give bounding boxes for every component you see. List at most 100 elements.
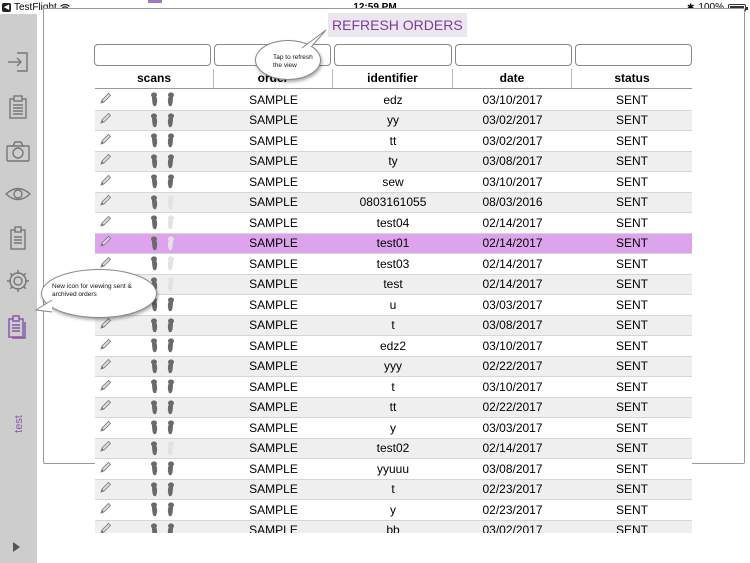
left-foot-scan-icon[interactable] bbox=[149, 256, 160, 271]
clipboard-list-icon[interactable] bbox=[5, 94, 31, 120]
left-foot-scan-icon[interactable] bbox=[149, 502, 160, 517]
right-foot-scan-icon[interactable] bbox=[165, 441, 176, 456]
camera-icon[interactable] bbox=[5, 138, 31, 164]
right-foot-scan-icon[interactable] bbox=[165, 133, 176, 148]
left-foot-scan-icon[interactable] bbox=[149, 461, 160, 476]
left-foot-scan-icon[interactable] bbox=[149, 420, 160, 435]
edit-pencil-icon[interactable] bbox=[99, 92, 112, 108]
right-foot-scan-icon[interactable] bbox=[165, 256, 176, 271]
left-foot-scan-icon[interactable] bbox=[149, 318, 160, 333]
right-foot-scan-icon[interactable] bbox=[165, 154, 176, 169]
edit-pencil-icon[interactable] bbox=[99, 338, 112, 354]
left-foot-scan-icon[interactable] bbox=[149, 195, 160, 210]
right-foot-scan-icon[interactable] bbox=[165, 400, 176, 415]
edit-pencil-icon[interactable] bbox=[99, 194, 112, 210]
right-foot-scan-icon[interactable] bbox=[165, 174, 176, 189]
edit-pencil-icon[interactable] bbox=[99, 174, 112, 190]
right-foot-scan-icon[interactable] bbox=[165, 338, 176, 353]
left-foot-scan-icon[interactable] bbox=[149, 441, 160, 456]
column-header-identifier[interactable]: identifier bbox=[333, 69, 453, 88]
edit-pencil-icon[interactable] bbox=[99, 153, 112, 169]
edit-pencil-icon[interactable] bbox=[99, 379, 112, 395]
right-foot-scan-icon[interactable] bbox=[165, 113, 176, 128]
right-foot-scan-icon[interactable] bbox=[165, 297, 176, 312]
refresh-orders-button[interactable]: REFRESH ORDERS bbox=[328, 13, 467, 37]
scans-filter-input[interactable] bbox=[94, 44, 211, 66]
right-foot-scan-icon[interactable] bbox=[165, 195, 176, 210]
edit-pencil-icon[interactable] bbox=[99, 522, 112, 533]
play-icon[interactable] bbox=[13, 542, 20, 552]
gear-icon[interactable] bbox=[5, 268, 31, 294]
column-header-date[interactable]: date bbox=[453, 69, 572, 88]
left-foot-scan-icon[interactable] bbox=[149, 523, 160, 533]
user-label[interactable]: test bbox=[4, 409, 34, 439]
back-to-app-icon[interactable]: ◀ bbox=[2, 3, 11, 12]
right-foot-scan-icon[interactable] bbox=[165, 523, 176, 533]
login-icon[interactable] bbox=[5, 49, 31, 75]
edit-pencil-icon[interactable] bbox=[99, 256, 112, 272]
clipboard-icon[interactable] bbox=[5, 225, 31, 251]
left-foot-scan-icon[interactable] bbox=[149, 400, 160, 415]
edit-pencil-icon[interactable] bbox=[99, 317, 112, 333]
archived-orders-icon[interactable] bbox=[5, 313, 31, 339]
left-foot-scan-icon[interactable] bbox=[149, 215, 160, 230]
edit-pencil-icon[interactable] bbox=[99, 133, 112, 149]
back-app-label[interactable]: TestFlight bbox=[14, 2, 57, 13]
left-foot-scan-icon[interactable] bbox=[149, 482, 160, 497]
right-foot-scan-icon[interactable] bbox=[165, 502, 176, 517]
left-foot-scan-icon[interactable] bbox=[149, 174, 160, 189]
edit-pencil-icon[interactable] bbox=[99, 502, 112, 518]
edit-pencil-icon[interactable] bbox=[99, 440, 112, 456]
edit-pencil-icon[interactable] bbox=[99, 358, 112, 374]
left-foot-scan-icon[interactable] bbox=[149, 154, 160, 169]
right-foot-scan-icon[interactable] bbox=[165, 277, 176, 292]
right-foot-scan-icon[interactable] bbox=[165, 461, 176, 476]
edit-pencil-icon[interactable] bbox=[99, 481, 112, 497]
right-foot-scan-icon[interactable] bbox=[165, 318, 176, 333]
edit-pencil-icon[interactable] bbox=[99, 215, 112, 231]
edit-pencil-icon[interactable] bbox=[99, 399, 112, 415]
left-foot-scan-icon[interactable] bbox=[149, 113, 160, 128]
right-foot-scan-icon[interactable] bbox=[165, 215, 176, 230]
eye-icon[interactable] bbox=[5, 181, 31, 207]
edit-pencil-icon[interactable] bbox=[99, 112, 112, 128]
edit-pencil-icon[interactable] bbox=[99, 420, 112, 436]
right-foot-scan-icon[interactable] bbox=[165, 92, 176, 107]
identifier-filter-input[interactable] bbox=[334, 44, 452, 66]
right-foot-scan-icon[interactable] bbox=[165, 482, 176, 497]
column-header-scans[interactable]: scans bbox=[95, 69, 214, 88]
right-foot-scan-icon[interactable] bbox=[165, 359, 176, 374]
right-foot-scan-icon[interactable] bbox=[165, 379, 176, 394]
left-foot-scan-icon[interactable] bbox=[149, 133, 160, 148]
column-header-status[interactable]: status bbox=[614, 71, 650, 85]
right-foot-scan-icon[interactable] bbox=[165, 236, 176, 251]
left-foot-scan-icon[interactable] bbox=[149, 236, 160, 251]
edit-pencil-icon[interactable] bbox=[99, 461, 112, 477]
left-foot-scan-icon[interactable] bbox=[149, 338, 160, 353]
status-filter-input[interactable] bbox=[575, 44, 692, 66]
edit-pencil-icon[interactable] bbox=[99, 235, 112, 251]
left-foot-scan-icon[interactable] bbox=[149, 359, 160, 374]
